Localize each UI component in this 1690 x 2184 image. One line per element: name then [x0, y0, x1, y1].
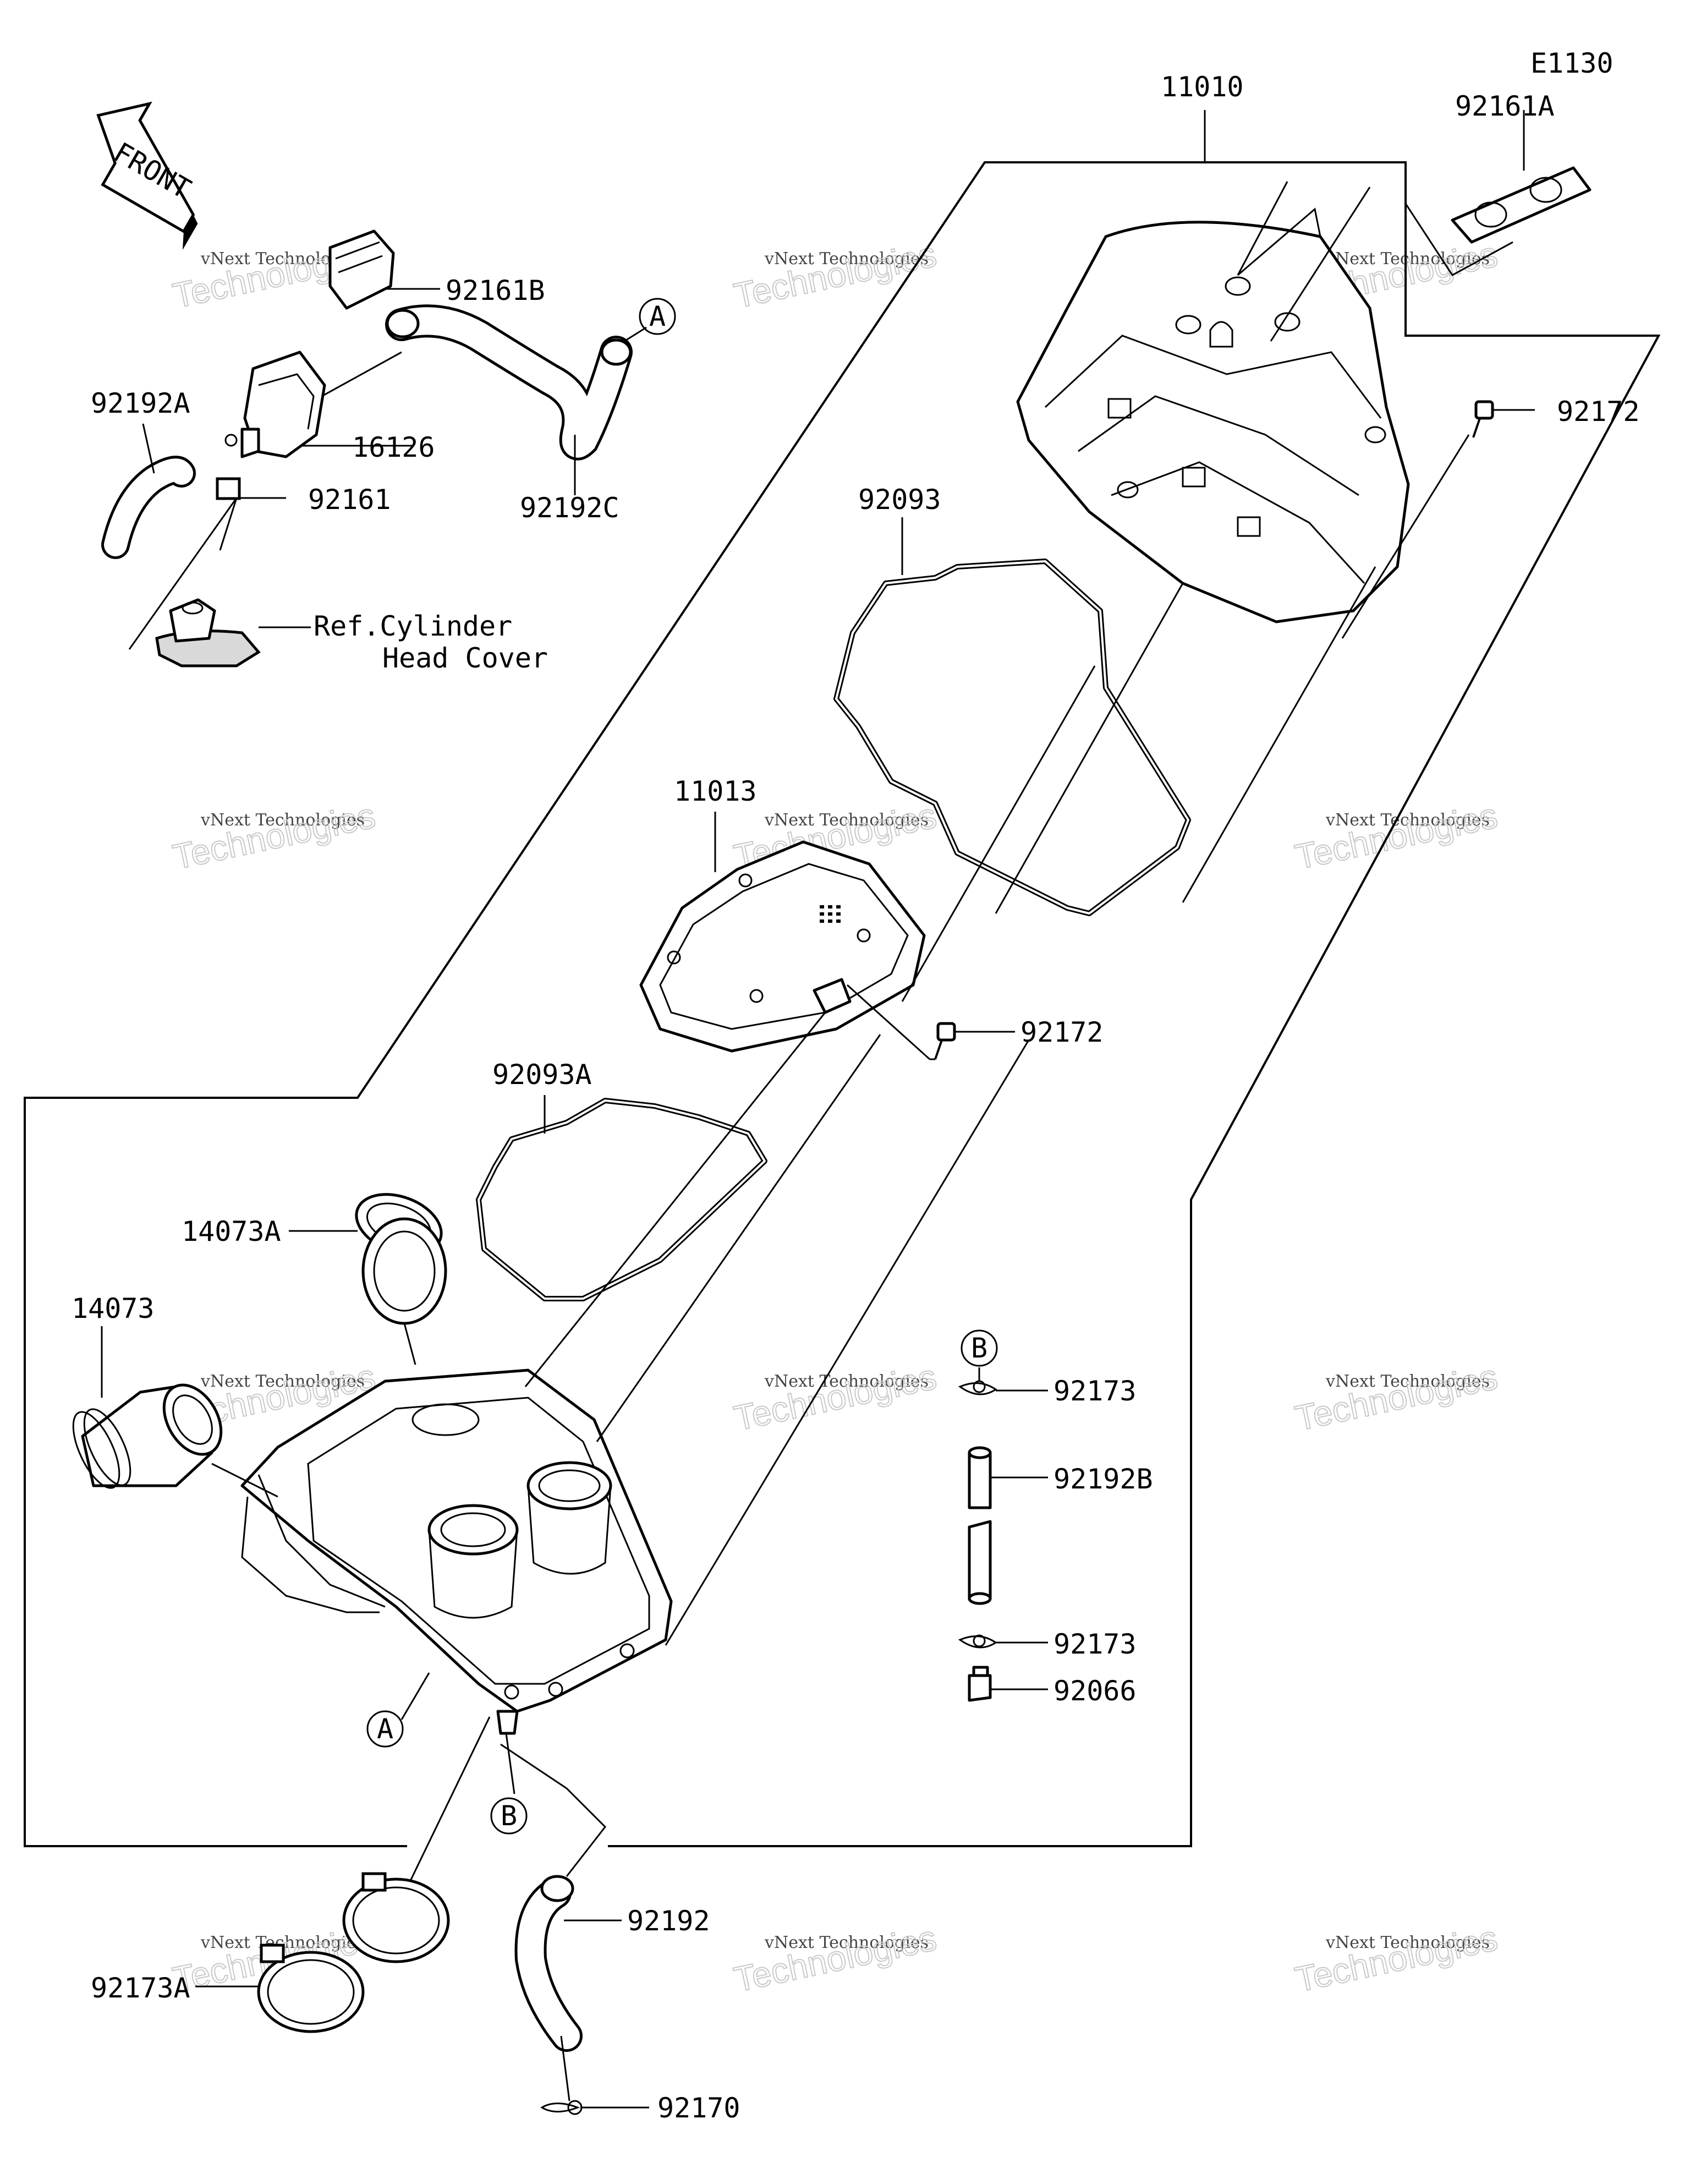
watermark-outline-text: Technologies	[1292, 1918, 1501, 2000]
valve-16126	[224, 351, 326, 458]
cap-92161b	[328, 229, 395, 310]
callout-a-text: A	[649, 300, 666, 332]
duct-14073a	[355, 1193, 447, 1325]
diagram-code: E1130	[1530, 47, 1614, 79]
watermark-text: vNext Technologies	[764, 1933, 929, 1952]
part-label-92161: 92161	[308, 484, 391, 516]
part-label-92093a: 92093A	[492, 1059, 592, 1091]
part-label-92066: 92066	[1053, 1675, 1137, 1707]
air-cleaner-lower-housing	[240, 1369, 673, 1735]
watermark-text: vNext Technologies	[1325, 1372, 1490, 1391]
reference-label-line1: Ref.Cylinder	[314, 610, 512, 642]
watermark-text: vNext Technologies	[200, 1372, 365, 1391]
plug-92066-icon	[968, 1666, 992, 1702]
part-label-92161a: 92161A	[1455, 90, 1555, 122]
cylinder-head-cover-ref	[155, 598, 261, 667]
part-label-92173-top: 92173	[1053, 1375, 1137, 1407]
clip-92173-top-icon	[958, 1380, 997, 1395]
watermark: vNext Technologies Technologies	[730, 1918, 940, 2000]
part-label-92172-top: 92172	[1557, 396, 1640, 428]
part-label-92173a: 92173A	[91, 1972, 190, 2004]
watermark: vNext Technologies Technologies	[730, 1356, 940, 1439]
watermark-text: vNext Technologies	[200, 811, 365, 830]
callout-b-text: B	[501, 1800, 517, 1832]
part-label-92173-bottom: 92173	[1053, 1628, 1137, 1660]
part-labels: 11010 92161A 92161B 92192A 16126 92161 9…	[72, 71, 1640, 2124]
bolt-92172-mid-icon	[934, 1022, 956, 1060]
watermark-outline-text: Technologies	[731, 1918, 940, 2000]
watermark: vNext Technologies Technologies	[1291, 795, 1501, 878]
leader-lines	[101, 110, 1535, 2109]
part-label-92170: 92170	[657, 2092, 740, 2124]
part-label-11013: 11013	[674, 775, 757, 807]
watermark-text: vNext Technologies	[764, 249, 929, 269]
part-label-14073: 14073	[72, 1293, 155, 1324]
callout-a-bottom: A	[366, 1710, 404, 1748]
part-label-14073a: 14073A	[182, 1216, 281, 1247]
callout-a-top: A	[639, 298, 676, 335]
duct-14073	[72, 1383, 223, 1489]
plate-92161a	[1451, 166, 1592, 244]
air-filter-element	[639, 840, 926, 1053]
clip-92170-icon	[540, 2100, 583, 2115]
part-label-92161b: 92161B	[446, 275, 545, 306]
part-label-16126: 16126	[352, 431, 435, 463]
callout-b-text: B	[971, 1332, 987, 1364]
assembly-boundary	[24, 161, 1661, 1847]
gasket-92093a	[476, 1098, 767, 1301]
part-label-92192b: 92192B	[1053, 1463, 1153, 1495]
watermark-text: vNext Technologies	[764, 1372, 929, 1391]
part-label-92093: 92093	[858, 484, 941, 516]
clip-92173-bottom-icon	[958, 1634, 997, 1649]
part-label-92192: 92192	[627, 1905, 710, 1937]
hose-92192c	[385, 304, 633, 461]
watermark: vNext Technologies Technologies	[169, 795, 379, 878]
part-label-92192a: 92192A	[91, 387, 190, 419]
watermark-outline-text: Technologies	[731, 1357, 940, 1438]
reference-label-line2: Head Cover	[382, 642, 548, 674]
hose-92192a	[101, 456, 196, 559]
watermark-text: vNext Technologies	[764, 811, 929, 830]
air-cleaner-top-housing	[1016, 221, 1410, 623]
watermark: vNext Technologies Technologies	[1291, 1356, 1501, 1439]
hose-92192	[514, 1875, 583, 2052]
part-label-92192c: 92192C	[520, 492, 619, 524]
watermark-outline-text: Technologies	[1292, 796, 1501, 877]
clamp-92173a	[257, 1872, 450, 2033]
callout-a-text: A	[377, 1713, 393, 1745]
watermark-text: vNext Technologies	[1325, 1933, 1490, 1952]
watermark: vNext Technologies Technologies	[1291, 1918, 1501, 2000]
watermark-text: vNext Technologies	[1325, 249, 1490, 269]
bolt-92172-top-icon	[1472, 400, 1494, 438]
callout-b-bottom: B	[490, 1797, 528, 1835]
front-arrow-icon: FRONT	[96, 101, 198, 250]
watermark-outline-text: Technologies	[169, 796, 378, 877]
part-label-92172-mid: 92172	[1020, 1016, 1104, 1048]
callout-b-right: B	[961, 1329, 998, 1367]
tube-92192b	[968, 1446, 992, 1605]
watermark-outline-text: Technologies	[1292, 1357, 1501, 1438]
drain-tube-group	[958, 1380, 997, 1702]
gasket-92093	[833, 559, 1191, 916]
clip-92161	[216, 477, 241, 500]
part-label-11010: 11010	[1161, 71, 1244, 103]
watermark-text: vNext Technologies	[1325, 811, 1490, 830]
